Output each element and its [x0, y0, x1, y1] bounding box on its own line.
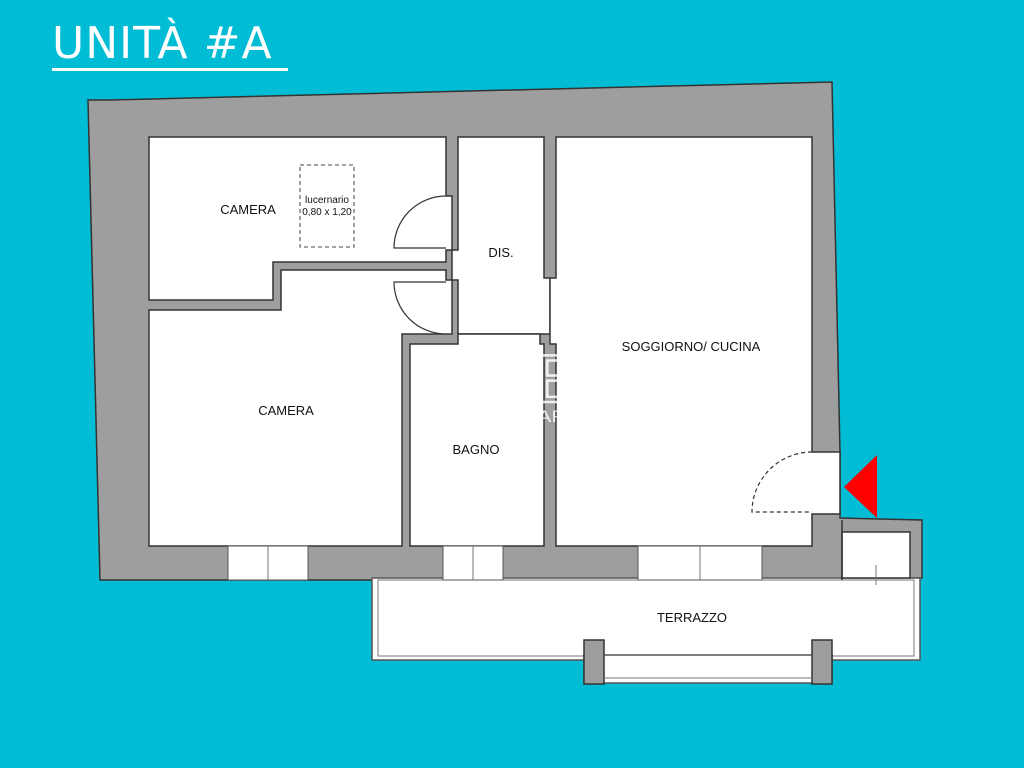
room-disimpegno — [451, 136, 551, 335]
skylight-size: 0,80 x 1,20 — [302, 207, 352, 218]
label-camera-top: CAMERA — [220, 202, 276, 217]
label-terrazzo: TERRAZZO — [657, 610, 727, 625]
watermark-sub: IMMOBILIARE — [441, 407, 581, 426]
skylight-outline — [299, 164, 355, 248]
title-underline — [52, 68, 288, 71]
entrance-arrow-icon — [844, 455, 877, 518]
door-camera-top — [393, 195, 447, 249]
label-dis: DIS. — [488, 245, 513, 260]
skylight-label: lucernario — [305, 195, 349, 206]
watermark-brand: LCE — [438, 341, 584, 417]
label-bagno: BAGNO — [453, 442, 500, 457]
terrace-pillar-right — [811, 639, 833, 685]
terrace-pillar-left — [583, 639, 605, 685]
door-entrance — [751, 451, 813, 513]
label-camera-bottom: CAMERA — [258, 403, 314, 418]
terrace-extension — [583, 654, 833, 684]
terrace-floor — [371, 577, 921, 661]
label-soggiorno: SOGGIORNO/ CUCINA — [622, 339, 761, 354]
door-camera-bottom — [393, 281, 447, 335]
plan-title: UNITÀ #A — [52, 18, 273, 69]
